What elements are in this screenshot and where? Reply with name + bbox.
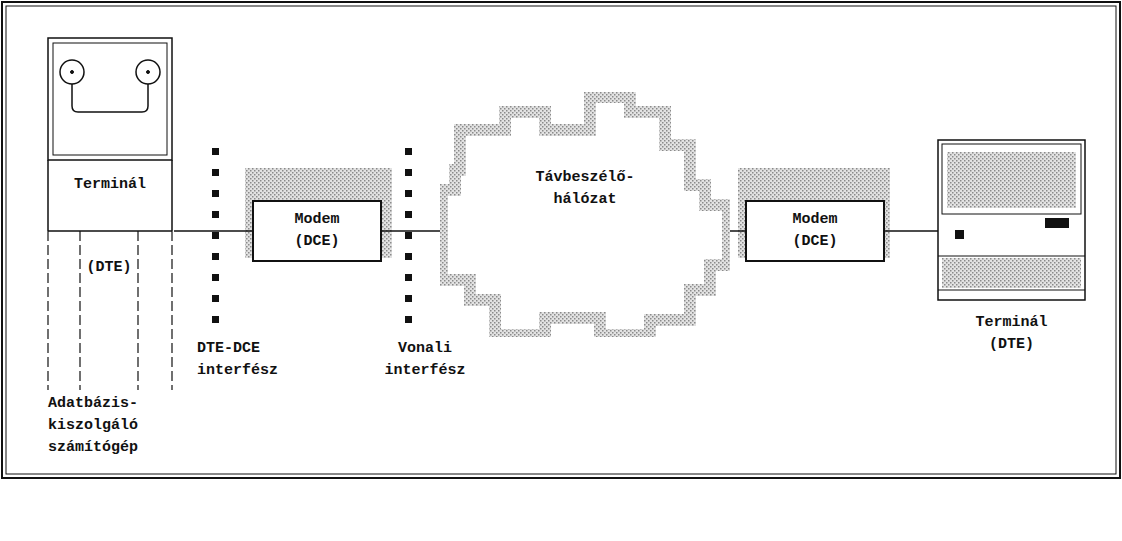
interface-dotted-line [405,316,412,323]
interface-dotted-line [405,232,412,239]
tape-unit-drawing [48,38,172,160]
interface-dotted-line [212,232,219,239]
terminal-unit: Terminál (DTE) [938,140,1085,355]
terminal-drawing [1045,218,1069,228]
tape-unit-drawing [147,71,150,74]
node-label: Terminál [48,174,172,196]
interface-dotted-line [212,295,219,302]
interface-dotted-line [212,316,219,323]
tape-unit-drawing [48,160,172,231]
interface-dotted-line [212,274,219,281]
node-label: Adatbázis- kiszolgáló számítógép [48,393,147,459]
interface-dotted-line [405,253,412,260]
outer-frame [2,2,1120,478]
interface-dotted-line [212,148,219,155]
interface-dotted-line [212,190,219,197]
modem-label: Modem (DCE) [290,209,344,253]
node-label: Terminál (DTE) [969,312,1055,356]
tape-unit-drawing [71,71,74,74]
outer-frame [2,2,1120,478]
cloud-outline [440,92,730,337]
connector-line [382,230,440,232]
terminal-drawing [947,152,1076,208]
interface-dotted-line [212,148,412,323]
interface-dotted-line [405,169,412,176]
terminal-drawing [938,140,1085,300]
modem-box: Modem (DCE) [745,200,885,262]
interface-dotted-line [212,253,219,260]
node-label: Távbeszélő- hálózat [533,167,637,211]
interface-dotted-line [212,211,219,218]
terminal-drawing [942,258,1081,288]
connector-line [174,230,252,232]
tape-unit-drawing [60,60,84,84]
tape-unit-drawing [72,84,148,112]
modem-label: Modem (DCE) [788,209,842,253]
interface-dotted-line [405,295,412,302]
terminal-drawing [938,256,1085,290]
interface-dotted-line [212,169,219,176]
cloud-outline [442,97,728,335]
node-label: (DTE) [80,257,138,279]
terminal-drawing [955,230,964,239]
terminal-drawing [938,140,1085,300]
interface-dotted-line [405,274,412,281]
interface-dotted-line [405,211,412,218]
interface-label: DTE-DCE interfész [197,338,287,382]
connector-line [730,230,745,232]
computer-unit: Terminál (DTE) Adatbázis- kiszolgáló számí… [48,36,174,466]
interface-label: Vonali interfész [380,338,470,382]
interface-dotted-line [405,148,412,155]
tape-unit-drawing [48,231,172,390]
connector-line [885,230,938,232]
network-cloud: Távbeszélő- hálózat [440,92,730,337]
tape-unit-drawing [48,38,172,390]
terminal-drawing [942,144,1081,214]
tape-unit-drawing [53,43,167,155]
interface-dotted-line [405,190,412,197]
modem-box: Modem (DCE) [252,200,382,262]
tape-unit-drawing [136,60,160,84]
outer-frame [6,6,1116,474]
